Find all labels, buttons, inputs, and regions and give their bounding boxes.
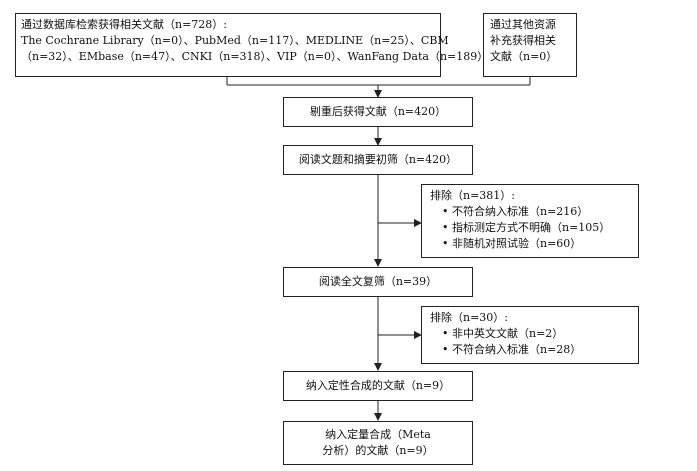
bullet-icon: • — [442, 343, 449, 356]
other-sources-line-1: 通过其他资源 — [490, 18, 556, 31]
other-sources-line-2: 补充获得相关 — [490, 34, 556, 47]
exclusion-1-item: •非随机对照试验（n=60） — [442, 237, 582, 250]
exclusion-2-item: •不符合纳入标准（n=28） — [442, 343, 582, 356]
qualitative-synthesis-label: 纳入定性合成的文献（n=9） — [305, 379, 451, 392]
bullet-icon: • — [442, 327, 449, 340]
database-search-line-1: 通过数据库检索获得相关文献（n=728）: — [21, 18, 228, 31]
fulltext-screen-label: 阅读全文复筛（n=39） — [318, 275, 438, 288]
exclusion-2-item: •非中英文文献（n=2） — [442, 327, 564, 340]
database-search-line-2: The Cochrane Library（n=0）、PubMed（n=117）、… — [21, 34, 449, 47]
database-search-line-3: （n=32）、EMbase（n=47）、CNKI（n=318）、VIP（n=0）… — [21, 50, 489, 63]
exclusion-2-title: 排除（n=30）: — [430, 311, 509, 324]
exclusion-1-item: •不符合纳入标准（n=216） — [442, 205, 589, 218]
title-abstract-screen-box: 阅读文题和摘要初筛（n=420） — [283, 145, 473, 175]
after-dedup-label: 剔重后获得文献（n=420） — [309, 105, 447, 118]
exclusion-2-box: 排除（n=30）: •非中英文文献（n=2） •不符合纳入标准（n=28） — [421, 306, 639, 364]
bullet-icon: • — [442, 221, 449, 234]
qualitative-synthesis-box: 纳入定性合成的文献（n=9） — [283, 371, 473, 401]
database-search-box: 通过数据库检索获得相关文献（n=728）: The Cochrane Libra… — [15, 13, 489, 77]
other-sources-box: 通过其他资源 补充获得相关 文献（n=0） — [483, 13, 577, 77]
other-sources-line-3: 文献（n=0） — [490, 50, 558, 63]
title-abstract-screen-label: 阅读文题和摘要初筛（n=420） — [298, 153, 458, 166]
exclusion-1-box: 排除（n=381）: •不符合纳入标准（n=216） •指标测定方式不明确（n=… — [421, 184, 639, 258]
quantitative-synthesis-line-2: 分析）的文献（n=9） — [322, 444, 434, 457]
exclusion-1-item: •指标测定方式不明确（n=105） — [442, 221, 611, 234]
after-dedup-box: 剔重后获得文献（n=420） — [283, 97, 473, 127]
fulltext-screen-box: 阅读全文复筛（n=39） — [283, 267, 473, 297]
quantitative-synthesis-line-1: 纳入定量合成（Meta — [325, 428, 431, 441]
exclusion-1-list: •不符合纳入标准（n=216） •指标测定方式不明确（n=105） •非随机对照… — [430, 204, 630, 252]
exclusion-1-title: 排除（n=381）: — [430, 189, 516, 202]
exclusion-2-list: •非中英文文献（n=2） •不符合纳入标准（n=28） — [430, 326, 630, 358]
bullet-icon: • — [442, 205, 449, 218]
bullet-icon: • — [442, 237, 449, 250]
quantitative-synthesis-box: 纳入定量合成（Meta 分析）的文献（n=9） — [283, 421, 473, 465]
